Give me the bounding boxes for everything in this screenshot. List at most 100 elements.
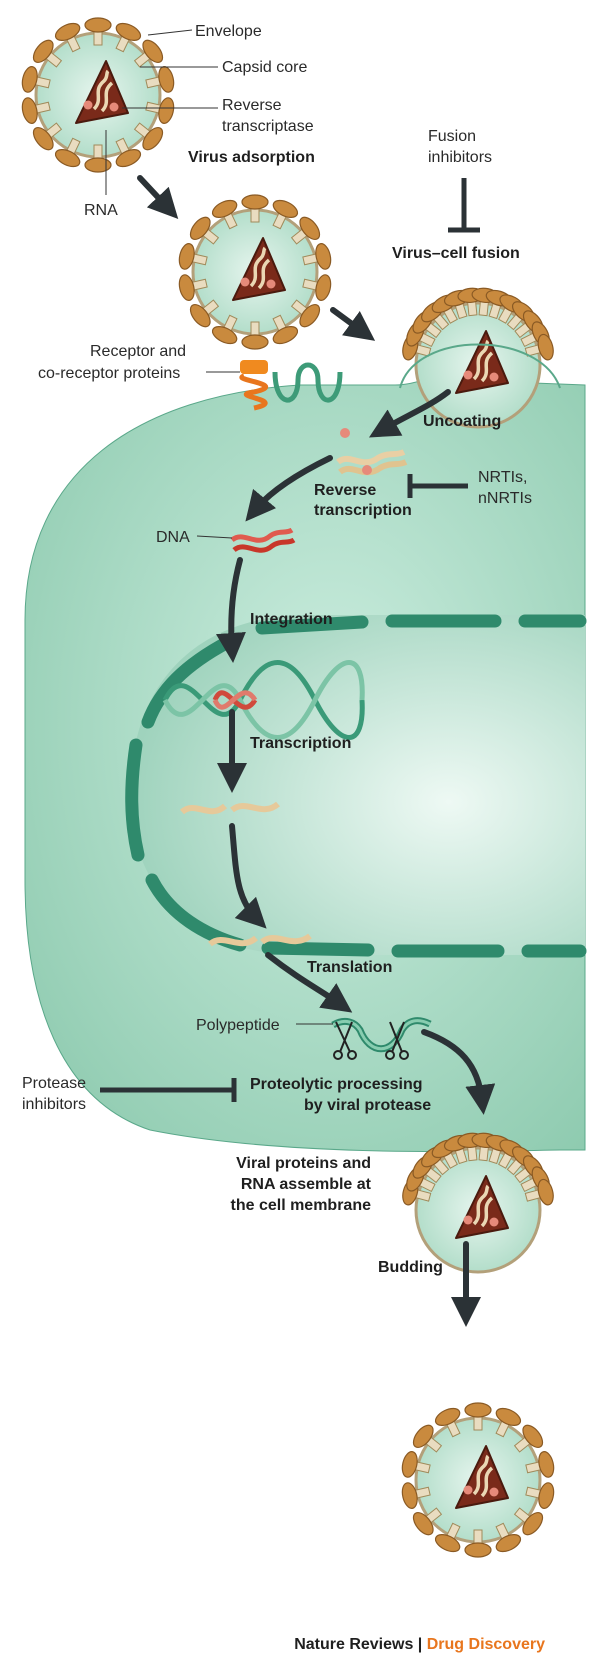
step-translation: Translation bbox=[307, 959, 392, 976]
envelope-spike bbox=[241, 194, 269, 223]
step-virus-cell-fusion: Virus–cell fusion bbox=[392, 245, 520, 262]
membrane-fusion-bulge bbox=[399, 343, 561, 389]
step-reverse-transcription-1: Reverse bbox=[314, 482, 376, 499]
step-proteolytic-2: by viral protease bbox=[304, 1097, 431, 1114]
arrow-uncoating bbox=[368, 389, 451, 438]
viral-rna bbox=[472, 1454, 490, 1496]
label-reverse-transcriptase-1: Reverse bbox=[222, 97, 282, 114]
envelope-spike bbox=[302, 274, 332, 301]
viral-rna bbox=[92, 69, 110, 111]
viral-rna bbox=[472, 339, 490, 381]
envelope-spike bbox=[524, 333, 554, 361]
envelope-spike bbox=[412, 1507, 443, 1536]
uncoated-rna bbox=[336, 428, 408, 476]
envelope-spike bbox=[272, 314, 299, 345]
inhibitor-protease bbox=[100, 1078, 237, 1102]
envelope-spike bbox=[115, 22, 142, 53]
envelope-spike bbox=[211, 199, 238, 230]
virus-particle-assembling bbox=[402, 1132, 554, 1274]
credit-line: Nature Reviews | Drug Discovery bbox=[294, 1636, 545, 1653]
arrow-reverse-transcription bbox=[245, 455, 333, 522]
step-integration: Integration bbox=[250, 611, 333, 628]
reverse-transcriptase bbox=[463, 1485, 473, 1495]
step-uncoating: Uncoating bbox=[423, 413, 501, 430]
inhibitor-reverse-transcription bbox=[407, 474, 468, 498]
messenger-rna bbox=[208, 933, 312, 947]
envelope-spike bbox=[412, 1424, 443, 1453]
label-fusion-inhibitors-2: inhibitors bbox=[428, 149, 492, 166]
virus-particle-adsorbing bbox=[178, 194, 332, 350]
envelope-spike bbox=[513, 1507, 544, 1536]
step-transcription: Transcription bbox=[250, 735, 351, 752]
credit-journal: Nature Reviews bbox=[294, 1636, 413, 1653]
envelope-spike bbox=[115, 137, 142, 168]
arrow-fusion bbox=[330, 307, 376, 341]
envelope-spike bbox=[84, 144, 112, 173]
envelope-spike bbox=[290, 216, 321, 245]
step-proteolytic-1: Proteolytic processing bbox=[250, 1076, 423, 1093]
label-envelope: Envelope bbox=[195, 23, 262, 40]
envelope-spike bbox=[241, 321, 269, 350]
envelope-spike bbox=[133, 39, 164, 68]
arrow-export bbox=[229, 823, 267, 929]
transcribed-rna bbox=[179, 801, 280, 815]
inhibitor-fusion bbox=[448, 178, 480, 233]
scissors-icon bbox=[385, 1021, 409, 1060]
receptor-proteins bbox=[239, 360, 343, 411]
arrow-assembly bbox=[421, 1029, 496, 1115]
envelope-spike bbox=[401, 1451, 431, 1478]
envelope-spike bbox=[21, 97, 51, 124]
envelope-spike bbox=[525, 1451, 555, 1478]
envelope-spike bbox=[133, 122, 164, 151]
arrow-adsorption bbox=[137, 175, 179, 219]
nucleus bbox=[130, 615, 585, 955]
viral-rna bbox=[249, 246, 267, 288]
label-polypeptide: Polypeptide bbox=[196, 1017, 280, 1034]
envelope-spike bbox=[54, 137, 81, 168]
leader-lines bbox=[105, 29, 333, 1025]
envelope-spike bbox=[434, 1522, 461, 1553]
envelope-spike bbox=[54, 22, 81, 53]
reverse-transcriptase bbox=[463, 370, 473, 380]
label-capsid-core: Capsid core bbox=[222, 59, 307, 76]
envelope-spike bbox=[84, 17, 112, 46]
step-virus-adsorption: Virus adsorption bbox=[188, 149, 315, 166]
viral-dna bbox=[230, 527, 296, 553]
arrow-translation bbox=[265, 952, 353, 1013]
envelope-spike bbox=[495, 1522, 522, 1553]
step-reverse-transcription-2: transcription bbox=[314, 502, 412, 519]
reverse-transcriptase bbox=[83, 100, 93, 110]
envelope-spike bbox=[302, 243, 332, 270]
label-nrtis-2: nNRTIs bbox=[478, 490, 532, 507]
label-nrtis-1: NRTIs, bbox=[478, 469, 527, 486]
virus-particle-budded bbox=[401, 1402, 555, 1558]
envelope-spike bbox=[464, 1529, 492, 1558]
reverse-transcriptase bbox=[240, 277, 250, 287]
virus-particle-free bbox=[21, 17, 175, 173]
envelope-spike bbox=[211, 314, 238, 345]
label-receptor-2: co-receptor proteins bbox=[38, 365, 180, 382]
integrated-dna-helix bbox=[162, 660, 365, 740]
envelope-spike bbox=[145, 66, 175, 93]
envelope-spike bbox=[189, 299, 220, 328]
label-reverse-transcriptase-2: transcriptase bbox=[222, 118, 314, 135]
step-budding: Budding bbox=[378, 1259, 443, 1276]
polypeptide-chain bbox=[331, 1017, 432, 1053]
envelope-spike bbox=[513, 1424, 544, 1453]
envelope-spike bbox=[434, 1407, 461, 1438]
arrow-integration bbox=[215, 557, 246, 663]
envelope-spike bbox=[178, 274, 208, 301]
scissors-icon bbox=[333, 1021, 357, 1060]
viral-rna bbox=[472, 1184, 490, 1226]
envelope-spike bbox=[189, 216, 220, 245]
envelope-spike bbox=[464, 1402, 492, 1431]
envelope-spike bbox=[178, 243, 208, 270]
envelope-spike bbox=[290, 299, 321, 328]
credit-separator: | bbox=[413, 1636, 426, 1653]
step-assembly-1: Viral proteins and bbox=[236, 1155, 371, 1172]
credit-section: Drug Discovery bbox=[427, 1636, 545, 1653]
envelope-spike bbox=[21, 66, 51, 93]
label-receptor-1: Receptor and bbox=[90, 343, 186, 360]
label-dna: DNA bbox=[156, 529, 190, 546]
